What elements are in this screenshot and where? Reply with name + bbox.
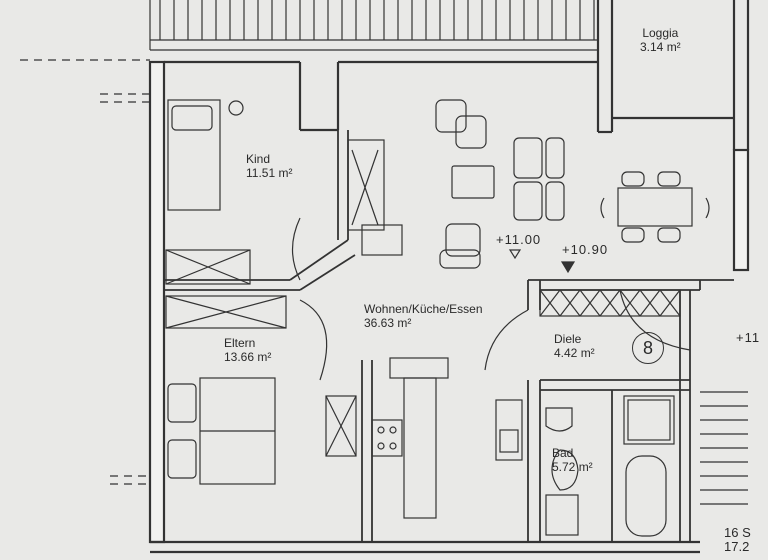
cabinet-hatch: [559, 289, 581, 317]
balcony-railing-top: [149, 0, 599, 51]
living-furniture: [347, 99, 565, 269]
dining-furniture: [600, 171, 710, 243]
level-marker-b: [560, 261, 576, 274]
cabinet-hatch: [599, 289, 621, 317]
cabinet-hatch: [539, 289, 561, 317]
bath-fixtures: [545, 395, 675, 537]
outer-walls: [148, 0, 750, 554]
apartment-number-marker: 8: [632, 332, 664, 364]
level-label-a: +11.00: [496, 232, 542, 247]
level-label-c: +11: [736, 330, 761, 345]
cabinet-hatch: [619, 289, 641, 317]
eltern-furniture: [165, 295, 287, 485]
diele-cabinet: [539, 289, 681, 317]
doors: [291, 217, 691, 381]
level-label-b: +10.90: [562, 242, 609, 257]
kind-furniture: [165, 99, 251, 285]
kitchen: [325, 357, 523, 519]
cabinet-hatch: [659, 289, 681, 317]
cabinet-hatch: [579, 289, 601, 317]
cabinet-hatch: [639, 289, 661, 317]
level-marker-a: [508, 249, 522, 260]
dimension-marks: [20, 59, 150, 485]
stairs: [700, 391, 748, 505]
